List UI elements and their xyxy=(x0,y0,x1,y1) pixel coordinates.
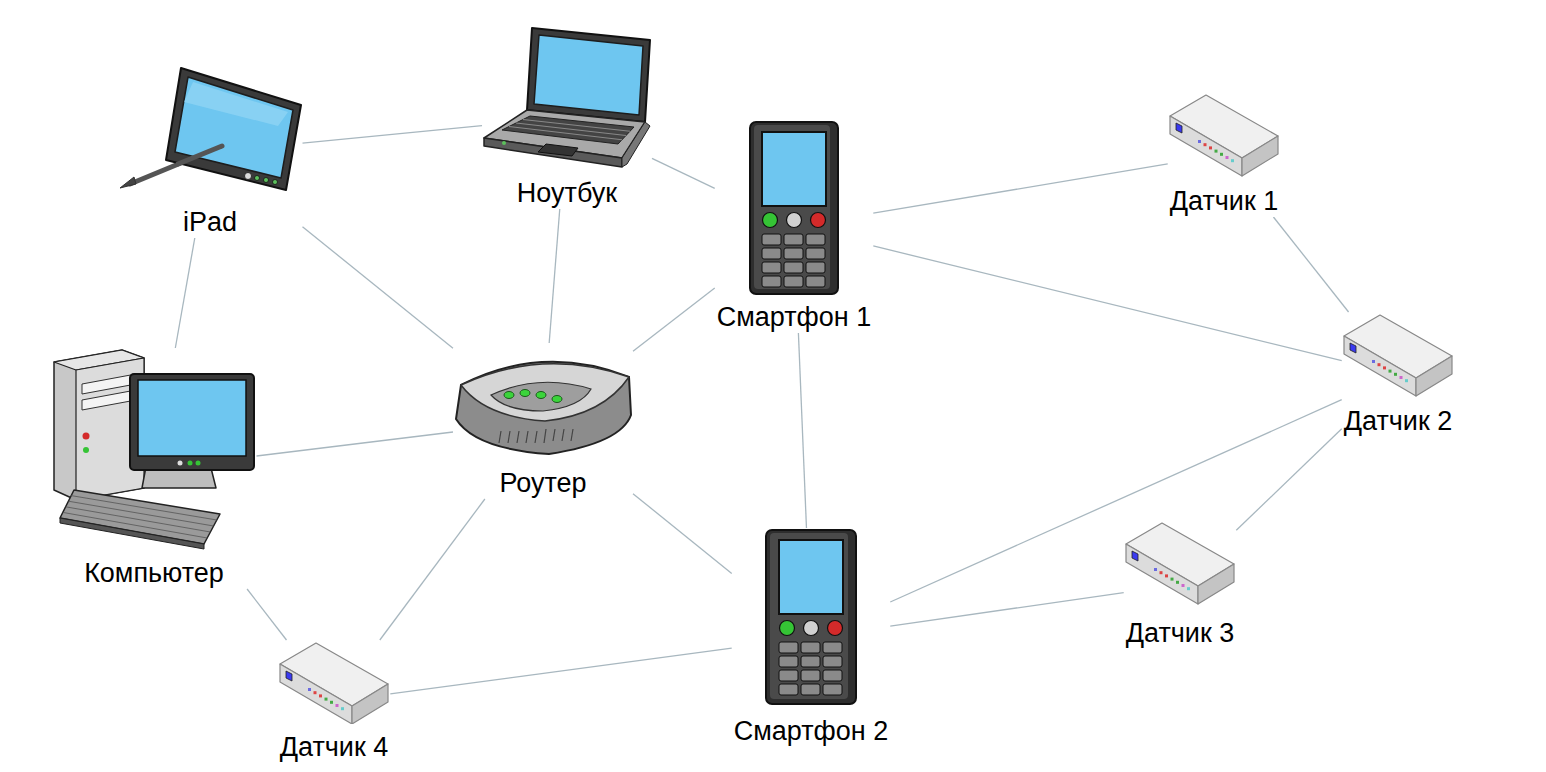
network-link xyxy=(257,432,454,456)
network-link xyxy=(890,593,1123,627)
router-icon xyxy=(453,343,633,456)
phone-icon xyxy=(764,528,858,706)
network-link xyxy=(549,209,560,343)
sensor-icon xyxy=(278,640,390,724)
phone-icon xyxy=(748,120,840,296)
network-link xyxy=(873,164,1167,213)
network-link xyxy=(798,333,806,528)
device-label: Смартфон 2 xyxy=(732,716,891,747)
sensor-device: Датчик 3 xyxy=(1124,520,1237,649)
sensor-device: Датчик 1 xyxy=(1168,92,1281,217)
device-label: Датчик 3 xyxy=(1124,618,1237,649)
sensor-device: Датчик 2 xyxy=(1342,312,1455,437)
network-link xyxy=(390,648,731,694)
network-link xyxy=(303,126,483,143)
computer-icon xyxy=(52,348,257,550)
network-link xyxy=(1236,429,1341,531)
network-link xyxy=(175,238,194,348)
phone-device: Смартфон 2 xyxy=(732,528,891,747)
router-device: Роутер xyxy=(453,343,633,499)
network-link xyxy=(652,158,715,188)
network-link xyxy=(633,288,715,351)
sensor-device: Датчик 4 xyxy=(278,640,391,763)
network-link xyxy=(380,499,485,640)
tablet-device: iPad xyxy=(118,66,303,238)
sensor-icon xyxy=(1168,92,1280,180)
network-link xyxy=(247,589,286,640)
device-label: Компьютер xyxy=(82,558,226,589)
device-label: Ноутбук xyxy=(515,178,619,209)
device-label: Смартфон 1 xyxy=(715,302,874,333)
network-link xyxy=(873,246,1341,361)
phone-device: Смартфон 1 xyxy=(715,120,874,333)
computer-device: Компьютер xyxy=(52,348,257,589)
laptop-icon xyxy=(482,26,652,168)
device-label: iPad xyxy=(181,207,239,238)
sensor-icon xyxy=(1342,312,1454,400)
laptop-device: Ноутбук xyxy=(482,26,652,209)
tablet-icon xyxy=(118,66,303,191)
device-label: Роутер xyxy=(497,468,588,499)
device-label: Датчик 4 xyxy=(278,732,391,763)
network-link xyxy=(633,494,732,574)
network-link xyxy=(890,400,1341,602)
sensor-icon xyxy=(1124,520,1236,606)
device-label: Датчик 1 xyxy=(1168,186,1281,217)
network-link xyxy=(1273,217,1348,312)
device-label: Датчик 2 xyxy=(1342,406,1455,437)
network-link xyxy=(303,227,454,349)
